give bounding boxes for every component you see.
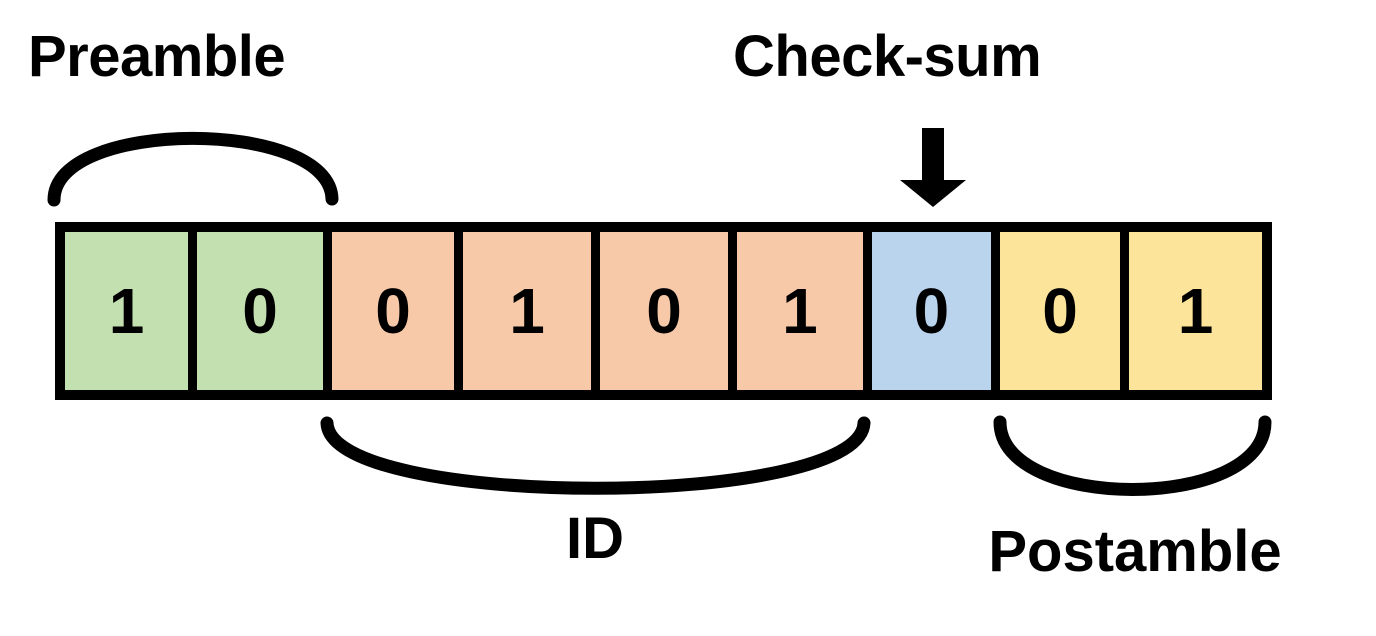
packet-frame: 1 0 0 1 0 1 0 0 1 [55,222,1272,400]
bit-value: 1 [509,275,545,347]
bit-value: 0 [646,275,682,347]
bit-cell[interactable]: 0 [332,232,455,390]
bit-cell[interactable]: 1 [65,232,189,390]
preamble-label: Preamble [28,24,286,89]
arrow-down-icon [900,128,966,207]
bit-value: 0 [375,275,411,347]
bit-cell[interactable]: 0 [871,232,991,390]
bit-value: 1 [1177,275,1214,347]
checksum-label: Check-sum [733,24,1042,89]
bit-cell[interactable]: 0 [600,232,728,390]
postamble-label: Postamble [988,519,1282,584]
bit-value: 1 [782,275,818,347]
bit-value: 0 [1042,275,1078,347]
arc-down-icon-postamble [993,415,1272,496]
arc-up-icon [47,131,339,207]
arc-down-icon-id [320,416,871,495]
bit-value: 1 [108,275,145,347]
bit-value: 0 [242,275,278,347]
bit-cell[interactable]: 1 [463,232,591,390]
bit-cell[interactable]: 1 [736,232,863,390]
id-label: ID [566,506,624,571]
bit-value: 0 [913,275,950,347]
bit-cell[interactable]: 1 [1129,232,1262,390]
bit-cell[interactable]: 0 [1000,232,1121,390]
bit-cell[interactable]: 0 [197,232,323,390]
